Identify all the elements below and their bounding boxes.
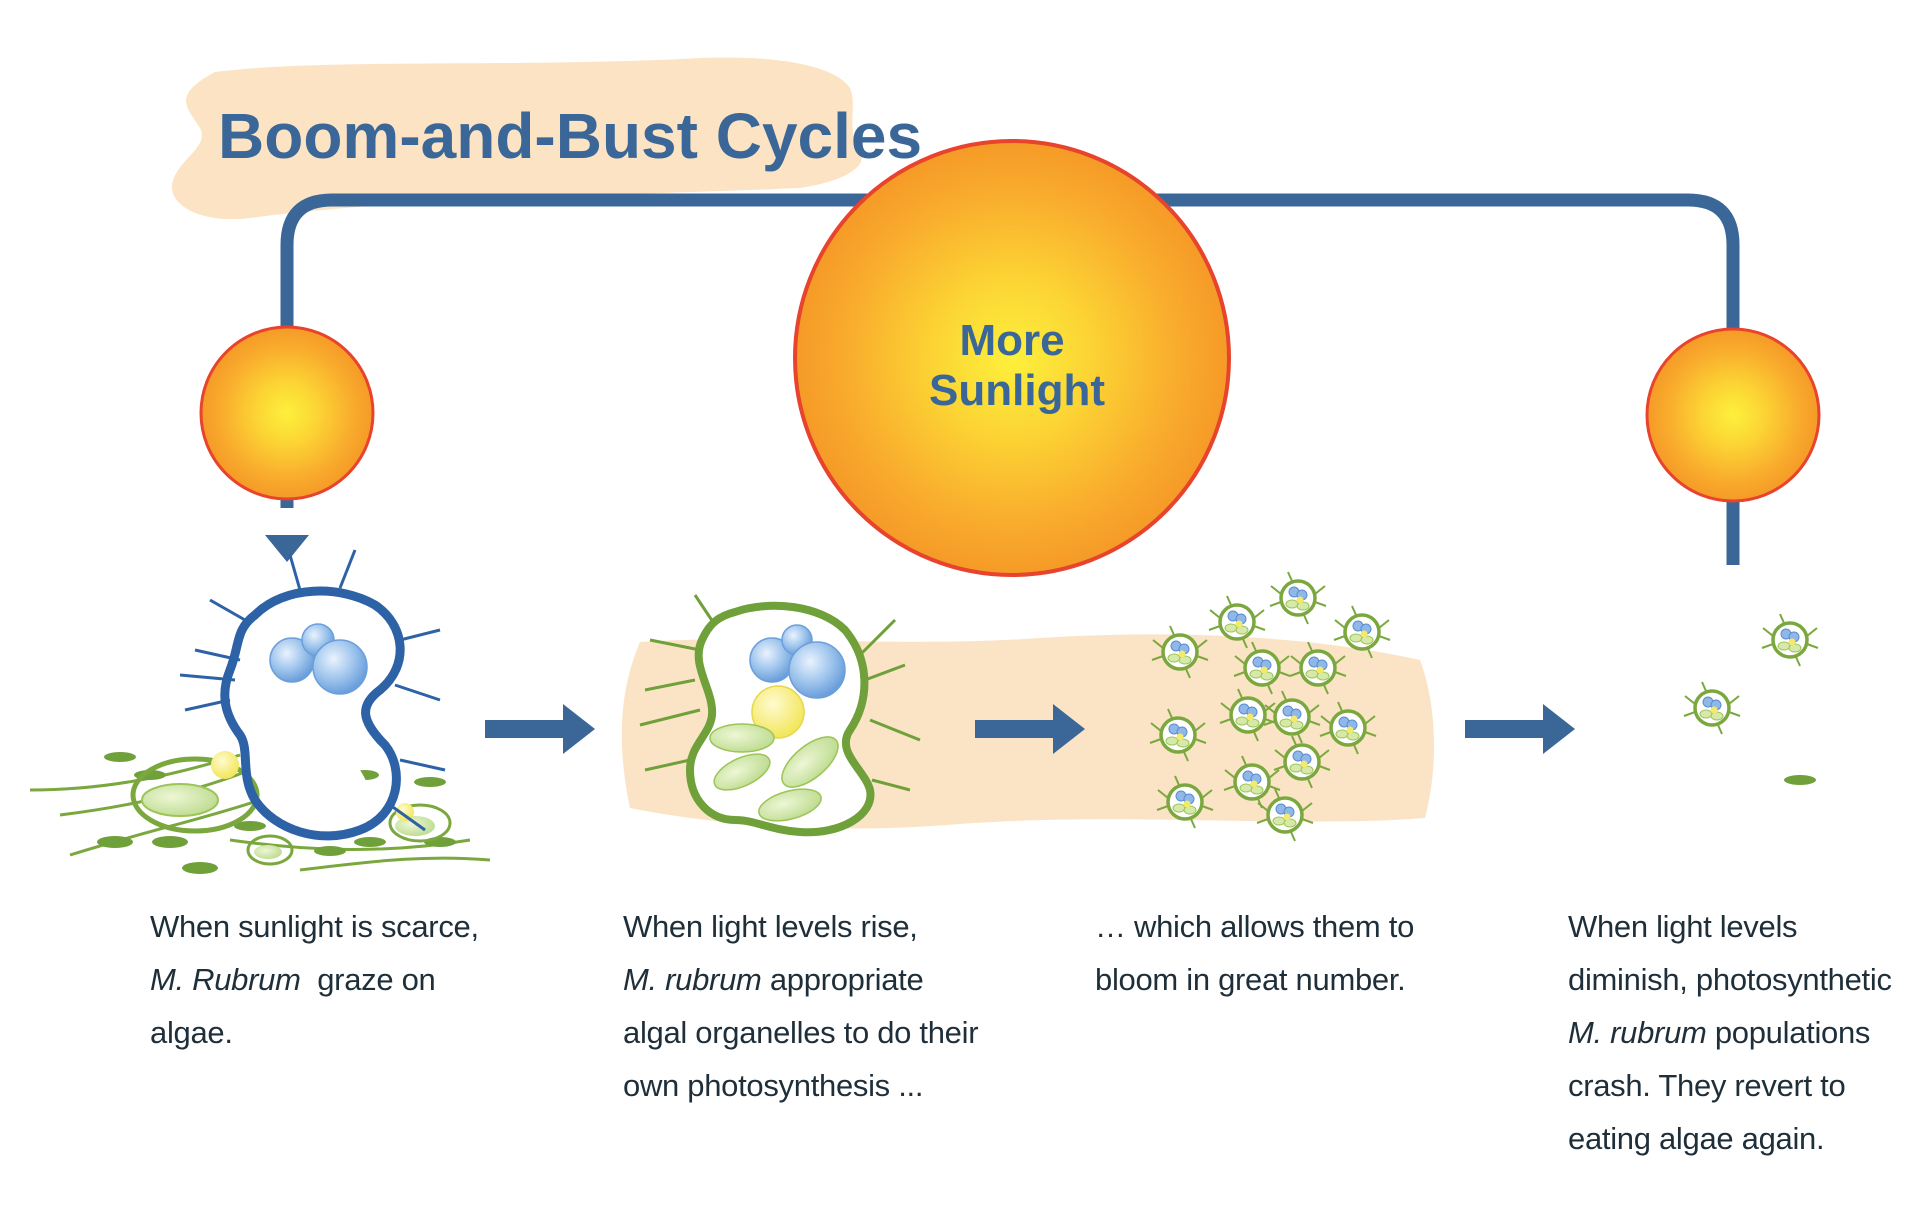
small-sun-right-icon	[1645, 327, 1821, 503]
small-sun-left-icon	[199, 325, 375, 501]
diagram-title: Boom-and-Bust Cycles	[218, 100, 922, 172]
right-arrow-icon-2	[975, 704, 1085, 754]
caption-4-line-2: diminish, photosynthetic	[1568, 962, 1892, 997]
right-arrow-icon-3	[1465, 704, 1575, 754]
caption-stage-1: When sunlight is scarce, M. Rubrum graze…	[150, 900, 510, 1059]
caption-2-line-2-rest: appropriate	[761, 962, 924, 997]
right-arrow-icon-1	[485, 704, 595, 754]
title-banner	[171, 57, 862, 220]
caption-1-line-2: M. Rubrum graze on	[150, 953, 510, 1006]
caption-3-line-2: bloom in great number.	[1095, 962, 1406, 997]
grazing-organism-icon	[29, 549, 491, 874]
down-arrow-icon	[265, 535, 309, 562]
species-name: M. rubrum	[623, 962, 762, 997]
caption-stage-2: When light levels rise, M. rubrum approp…	[623, 900, 1003, 1112]
caption-4-line-3: M. rubrum populations	[1568, 1006, 1908, 1059]
caption-stage-4: When light levels diminish, photosynthet…	[1568, 900, 1908, 1165]
species-name: M. Rubrum	[150, 962, 301, 997]
caption-4-line-4: crash. They revert to	[1568, 1068, 1846, 1103]
caption-1-line-3: algae.	[150, 1015, 233, 1050]
caption-stage-3: … which allows them to bloom in great nu…	[1095, 900, 1455, 1006]
caption-4-line-5: eating algae again.	[1568, 1121, 1825, 1156]
population-crash-icon	[1682, 612, 1820, 785]
caption-2-line-3: algal organelles to do their	[623, 1015, 979, 1050]
sun-label-line2: Sunlight	[929, 366, 1105, 415]
photosynthetic-organism-icon	[639, 594, 921, 837]
caption-2-line-2: M. rubrum appropriate	[623, 953, 1003, 1006]
caption-1-line-2-rest: graze on	[300, 962, 436, 997]
species-name: M. rubrum	[1568, 1015, 1707, 1050]
sun-label-line1: More	[959, 316, 1064, 365]
caption-1-line-1: When sunlight is scarce,	[150, 909, 479, 944]
caption-4-line-1: When light levels	[1568, 909, 1798, 944]
caption-4-line-3-rest: populations	[1706, 1015, 1871, 1050]
caption-2-line-1: When light levels rise,	[623, 909, 918, 944]
caption-2-line-4: own photosynthesis ...	[623, 1068, 924, 1103]
big-sun-icon	[793, 139, 1231, 577]
caption-3-line-1: … which allows them to	[1095, 909, 1415, 944]
